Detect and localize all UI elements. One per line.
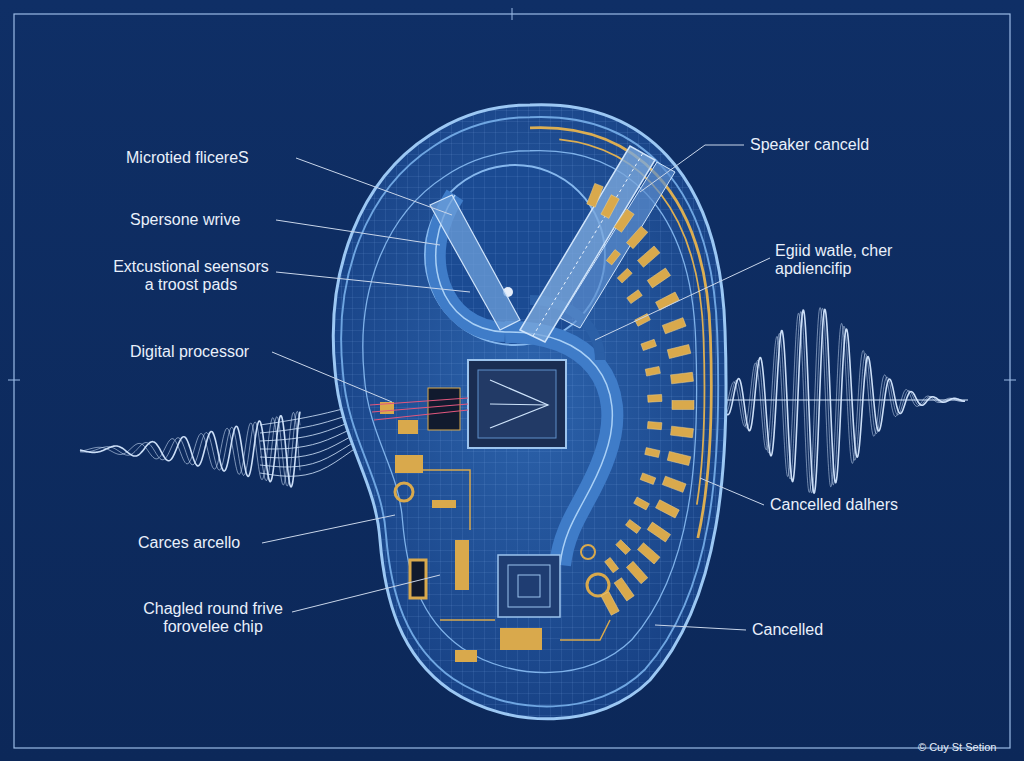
gold-component	[672, 401, 694, 410]
part-label: Cancelled dalhers	[770, 496, 990, 514]
gold-component	[641, 339, 657, 350]
leader-line	[262, 515, 395, 543]
gold-component	[627, 290, 642, 304]
gold-component	[648, 394, 662, 402]
gold-component	[626, 519, 641, 533]
chip-symbol	[490, 380, 548, 428]
gold-component	[634, 497, 650, 510]
part-label: Cancelled	[752, 621, 952, 639]
part-label: Speaker canceld	[750, 136, 950, 154]
tube-detail	[533, 153, 643, 336]
chip-symbol	[490, 404, 548, 405]
copyright-note: © Cuy St Setion	[918, 741, 1018, 754]
part-label: Extcustional seensors a troost pads	[110, 258, 272, 294]
gold-trace-arc	[348, 128, 711, 696]
gold-pad	[455, 540, 469, 590]
gold-component	[614, 578, 634, 601]
leader-line	[292, 575, 440, 612]
gold-component	[662, 318, 686, 334]
gold-component	[645, 448, 660, 458]
part-label: Carces arcello	[138, 534, 338, 552]
leader-line	[595, 258, 770, 340]
gold-components	[587, 183, 694, 615]
gold-trace-arc	[355, 138, 705, 685]
gold-component	[638, 246, 660, 267]
frame-border	[14, 14, 1010, 748]
processor-die	[478, 370, 556, 438]
gold-pad	[395, 455, 423, 473]
leader-line	[655, 625, 746, 630]
sensor-chip	[428, 388, 460, 430]
gold-component	[626, 561, 647, 583]
gold-component	[616, 540, 631, 555]
rf-chip-ring	[508, 565, 550, 607]
gold-component	[647, 522, 670, 542]
part-label: Microtied flicereS	[126, 149, 326, 167]
gold-ring	[581, 545, 595, 559]
rf-chip-ring	[518, 575, 540, 597]
leader-line	[296, 158, 452, 215]
frame-tick	[1004, 380, 1016, 381]
leader-lines	[262, 145, 770, 630]
part-label: Chagled round frive forovelee chip	[138, 600, 288, 636]
part-label: Spersone wrive	[130, 211, 330, 229]
shell-inner-line	[341, 117, 718, 707]
signal-line	[370, 398, 468, 420]
part-label: Digital processor	[130, 343, 330, 361]
leader-line	[700, 478, 764, 505]
part-label: Egiid watle, cher apdiencifip	[775, 242, 925, 278]
leader-line	[276, 220, 440, 245]
gold-component	[606, 250, 620, 265]
gold-component	[601, 195, 619, 219]
gold-component	[662, 476, 686, 492]
gold-component	[656, 292, 680, 310]
gold-pad	[398, 420, 418, 434]
leader-line	[272, 352, 392, 402]
gold-component	[640, 473, 656, 484]
gold-component	[656, 500, 680, 518]
gold-component	[638, 543, 660, 564]
gold-ring	[395, 483, 413, 501]
leader-line	[640, 145, 744, 192]
frame-tick	[8, 380, 20, 381]
gold-component	[605, 557, 619, 572]
tube-arm	[430, 195, 520, 330]
gold-component	[587, 183, 603, 207]
rf-chip	[498, 555, 560, 617]
gold-component	[617, 268, 632, 283]
gold-trace	[420, 470, 610, 640]
gold-pad	[432, 500, 456, 508]
gold-component	[647, 268, 670, 288]
frame-tick	[512, 8, 513, 20]
gold-component	[671, 372, 694, 384]
gold-component	[614, 209, 634, 232]
leader-line	[276, 272, 470, 292]
gold-component	[601, 592, 619, 616]
gold-component	[645, 366, 660, 376]
processor-chip	[468, 360, 566, 448]
cancelled-waveform	[722, 308, 965, 493]
gold-component	[626, 226, 647, 248]
gold-component	[671, 426, 694, 438]
gold-component	[667, 451, 691, 465]
gold-ring	[587, 574, 609, 596]
mesh-grid	[320, 95, 740, 735]
gold-component	[667, 345, 691, 359]
gold-pad	[455, 650, 477, 662]
shell-inner-line	[363, 151, 697, 673]
gold-component	[647, 422, 662, 430]
gold-pad	[500, 628, 542, 650]
wave-axis	[722, 400, 968, 401]
